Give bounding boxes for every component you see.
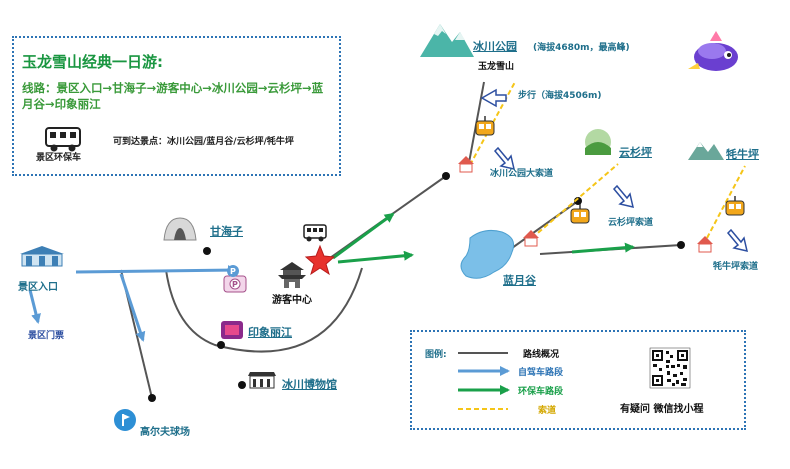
- place-golf[interactable]: 高尔夫球场: [140, 427, 190, 438]
- route-info-panel: [12, 36, 341, 176]
- legend-title: 图例:: [425, 350, 447, 360]
- eco-bus-lanyuegu: [337, 250, 414, 264]
- place-visitor-center[interactable]: 游客中心: [272, 295, 312, 306]
- pagoda-icon: [278, 262, 306, 288]
- road-node: [677, 241, 685, 249]
- maoniu-mountain-icon: [688, 142, 724, 160]
- place-maoniuping[interactable]: 牦牛坪: [726, 148, 759, 161]
- road-node: [148, 394, 156, 402]
- place-ticket[interactable]: 景区门票: [28, 331, 65, 341]
- road-node: [238, 381, 246, 389]
- legend-label-cableway: 索道: [538, 406, 557, 416]
- bus-icon: [303, 224, 327, 242]
- golf-icon: [114, 409, 136, 431]
- place-glacier-park[interactable]: 冰川公园: [473, 40, 517, 53]
- house-icon: [697, 236, 713, 253]
- road-node: [217, 341, 225, 349]
- road-node: [203, 247, 211, 255]
- glacier-cableway-arrow-icon: [493, 146, 516, 171]
- legend-panel: [410, 330, 746, 430]
- walk-arrow-icon: [480, 88, 507, 108]
- place-ganhaizi[interactable]: 甘海子: [210, 225, 243, 238]
- yunshan-cableway-label[interactable]: 云杉坪索道: [608, 218, 654, 228]
- self-drive-ticket: [28, 289, 41, 324]
- lake-icon: [460, 230, 515, 279]
- house-icon: [458, 156, 474, 173]
- cable-car-icon: [725, 196, 745, 216]
- glacier-altitude: (海拔4680m，最高峰): [533, 43, 630, 53]
- road-loop: [165, 267, 363, 353]
- gate-icon: [20, 246, 64, 267]
- walk-label: 步行（海拔4506m): [518, 91, 602, 101]
- place-snow-mountain[interactable]: 玉龙雪山: [478, 62, 515, 72]
- cable-car-icon: [475, 116, 495, 136]
- yunshan-mountain-icon: [585, 129, 611, 155]
- cave-icon: [163, 217, 197, 241]
- legend-label-route: 路线概况: [523, 350, 560, 360]
- place-lanyuegu[interactable]: 蓝月谷: [503, 274, 536, 287]
- visitor-center-star-icon: [304, 244, 336, 276]
- road-node: [442, 172, 450, 180]
- cableway-yunshan: [531, 163, 619, 239]
- bus-label: 景区环保车: [36, 153, 82, 163]
- cable-car-icon: [570, 204, 590, 224]
- bus-icon: [45, 127, 81, 152]
- glacier-cableway-label[interactable]: 冰川公园大索道: [490, 169, 554, 179]
- qr-code-icon: [649, 347, 691, 389]
- stage-icon: [221, 321, 243, 339]
- self-drive-golf: [119, 273, 146, 342]
- legend-label-self-drive: 自驾车路段: [518, 368, 564, 378]
- svg-text:P: P: [230, 267, 236, 276]
- mascot-icon: [688, 31, 738, 71]
- house-icon: [523, 230, 539, 247]
- museum-icon: [248, 372, 276, 389]
- eco-bus-maoniu: [571, 242, 635, 254]
- place-museum[interactable]: 冰川博物馆: [282, 378, 337, 391]
- place-yunshanping[interactable]: 云杉坪: [619, 146, 652, 159]
- qr-caption: 有疑问 微信找小程: [620, 404, 704, 415]
- eco-bus-glacier: [332, 212, 395, 260]
- maoniu-cableway-arrow-icon: [726, 228, 749, 253]
- parking-sign-icon: P: [227, 265, 239, 277]
- route-description: 线路：景区入口→甘海子→游客中心→冰川公园→云杉坪→蓝月谷→印象丽江: [22, 81, 324, 111]
- yunshan-cableway-arrow-icon: [612, 184, 635, 209]
- road-yunshan: [504, 200, 579, 254]
- parking-icon: P: [223, 275, 247, 293]
- legend-label-eco-bus: 环保车路段: [518, 387, 564, 397]
- maoniu-cableway-label[interactable]: 牦牛坪索道: [713, 262, 759, 272]
- route-title: 玉龙雪山经典一日游:: [22, 53, 163, 71]
- self-drive-main: [75, 265, 238, 276]
- place-entrance[interactable]: 景区入口: [18, 282, 58, 293]
- place-impression[interactable]: 印象丽江: [248, 326, 292, 339]
- reachable-sights: 可到达景点：冰川公园/蓝月谷/云杉坪/牦牛坪: [113, 137, 294, 147]
- svg-text:P: P: [232, 280, 238, 289]
- glacier-mountain-icon: [420, 24, 474, 57]
